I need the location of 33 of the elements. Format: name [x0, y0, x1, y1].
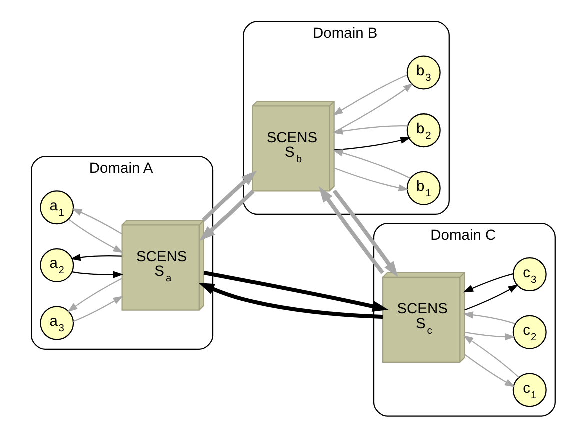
- node-circle: a$_{3}$: [40, 306, 74, 340]
- node-circle: b$_{3}$: [406, 56, 441, 90]
- arrow: [332, 125, 408, 135]
- node-circle: c$_{3}$: [512, 258, 547, 292]
- arrow: [70, 254, 122, 262]
- arrow: [198, 283, 384, 320]
- arrow: [463, 335, 520, 378]
- arrow: [72, 271, 124, 278]
- arrow: [334, 137, 411, 151]
- arrow: [332, 150, 411, 180]
- arrow: [464, 332, 516, 341]
- arrow: [334, 83, 414, 133]
- node-circle: b$_{1}$: [406, 171, 441, 206]
- arrow: [464, 284, 519, 311]
- arrow: [464, 354, 516, 388]
- node-circle: c$_{1}$: [512, 373, 547, 408]
- arrow: [68, 219, 124, 254]
- arrow: [333, 74, 408, 116]
- arrow: [200, 190, 255, 242]
- arrow: [463, 274, 514, 293]
- arrow: [202, 170, 258, 222]
- arrow: [318, 186, 384, 274]
- arrow: [334, 168, 410, 192]
- arrow: [332, 190, 398, 278]
- arrow: [72, 208, 122, 235]
- arrow: [68, 278, 122, 312]
- node-circle: b$_{2}$: [406, 114, 441, 148]
- node-circle: a$_{1}$: [40, 190, 74, 225]
- node-circle: c$_{2}$: [512, 315, 547, 350]
- arrow: [463, 312, 516, 324]
- node-circle: a$_{2}$: [40, 248, 74, 282]
- arrow: [73, 296, 124, 322]
- arrow: [204, 270, 389, 312]
